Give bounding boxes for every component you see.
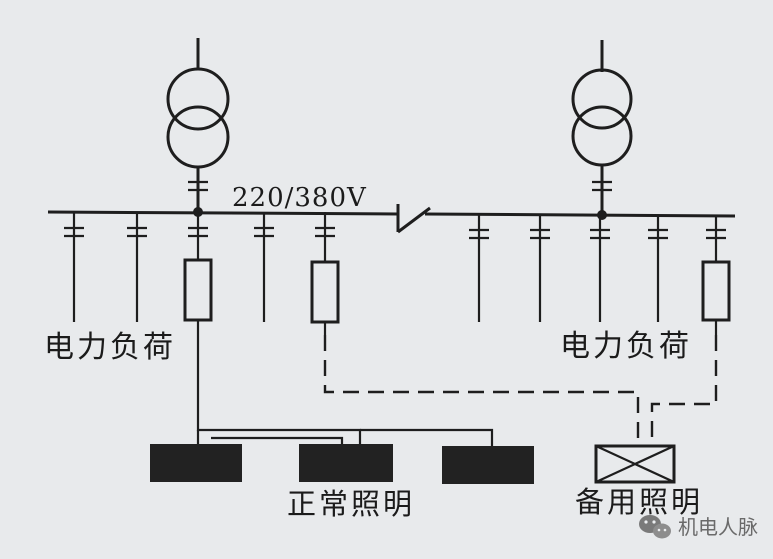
bus-tie-switch [396,204,431,234]
left-feeders [64,212,340,420]
left-load-label: 电力负荷 [44,330,176,365]
left-transformer [166,38,230,212]
right-transformer [571,40,633,214]
lighting-fixture-3 [442,446,534,484]
normal-lighting-wiring [196,420,494,446]
normal-lighting-label: 正常照明 [287,487,415,521]
normal-lighting-fixtures [150,444,534,484]
voltage-label: 220/380V [232,183,367,213]
watermark: 机电人脉 [639,515,758,539]
watermark-text: 机电人脉 [678,515,758,539]
backup-lighting-fixture [594,444,676,484]
right-feeders [469,214,731,335]
wechat-icon [639,515,671,539]
right-load-label: 电力负荷 [560,329,692,364]
lighting-fixture-2 [299,444,393,482]
backup-lighting-label: 备用照明 [575,485,703,519]
backup-wiring [323,335,718,446]
lighting-fixture-1 [150,444,242,482]
